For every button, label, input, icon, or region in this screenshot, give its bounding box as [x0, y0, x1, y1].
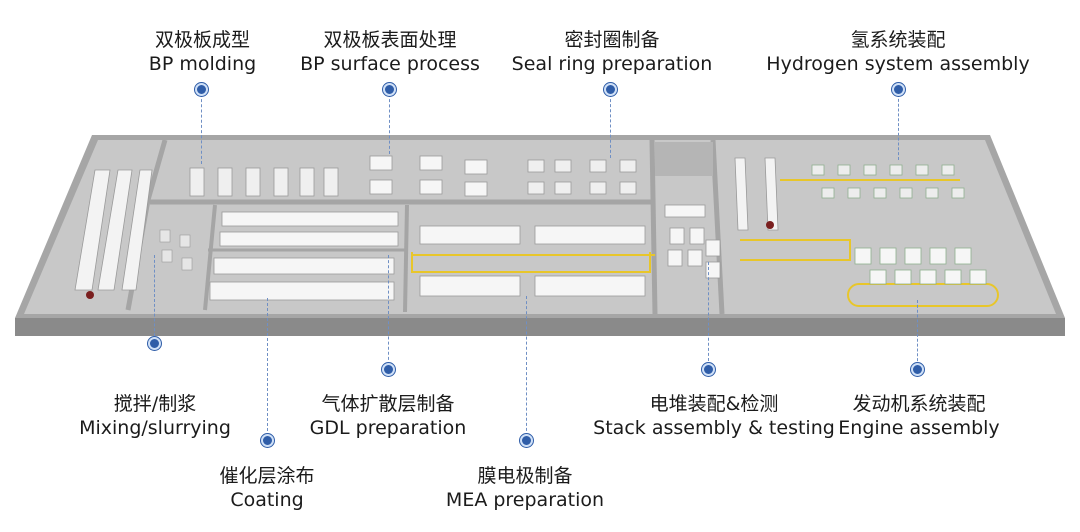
label-coating: 催化层涂布 Coating [192, 464, 342, 512]
leader-line [898, 94, 899, 160]
label-zh: 搅拌/制浆 [113, 393, 197, 415]
label-en: Hydrogen system assembly [766, 53, 1030, 75]
label-zh: 密封圈制备 [564, 29, 660, 51]
leader-line [708, 262, 709, 366]
label-mixing: 搅拌/制浆 Mixing/slurrying [60, 392, 250, 440]
leader-line [388, 255, 389, 365]
leader-line [201, 94, 202, 164]
label-mea: 膜电极制备 MEA preparation [430, 464, 620, 512]
leader-line [526, 296, 527, 436]
label-en: Mixing/slurrying [79, 417, 231, 439]
leader-line [267, 298, 268, 436]
label-zh: 发动机系统装配 [852, 393, 986, 415]
label-zh: 膜电极制备 [477, 465, 573, 487]
location-dot-icon[interactable] [520, 434, 533, 447]
leader-line [154, 255, 155, 341]
label-zh: 双极板成型 [154, 29, 250, 51]
leader-line [917, 300, 918, 366]
location-dot-icon[interactable] [383, 83, 396, 96]
location-dot-icon[interactable] [148, 337, 161, 350]
location-dot-icon[interactable] [382, 363, 395, 376]
label-en: Stack assembly & testing [593, 417, 835, 439]
label-engine: 发动机系统装配 Engine assembly [834, 392, 1004, 440]
label-bp-molding: 双极板成型 BP molding [125, 28, 280, 76]
location-dot-icon[interactable] [702, 363, 715, 376]
label-zh: 双极板表面处理 [323, 29, 457, 51]
label-seal-ring: 密封圈制备 Seal ring preparation [500, 28, 724, 76]
label-bp-surface: 双极板表面处理 BP surface process [290, 28, 490, 76]
label-en: Coating [230, 489, 304, 511]
label-en: Seal ring preparation [511, 53, 713, 75]
label-en: BP molding [148, 53, 257, 75]
leader-line [610, 94, 611, 158]
location-dot-icon[interactable] [604, 83, 617, 96]
leader-line [389, 94, 390, 154]
location-dot-icon[interactable] [911, 363, 924, 376]
label-en: BP surface process [300, 53, 480, 75]
label-en: GDL preparation [309, 417, 467, 439]
label-gdl: 气体扩散层制备 GDL preparation [296, 392, 480, 440]
label-en: MEA preparation [445, 489, 605, 511]
label-zh: 催化层涂布 [219, 465, 315, 487]
label-zh: 气体扩散层制备 [321, 393, 455, 415]
location-dot-icon[interactable] [261, 434, 274, 447]
label-stack: 电堆装配&检测 Stack assembly & testing [584, 392, 844, 440]
label-hydrogen: 氢系统装配 Hydrogen system assembly [748, 28, 1048, 76]
location-dot-icon[interactable] [892, 83, 905, 96]
label-en: Engine assembly [838, 417, 1000, 439]
label-zh: 电堆装配&检测 [649, 393, 779, 415]
label-zh: 氢系统装配 [850, 29, 946, 51]
location-dot-icon[interactable] [195, 83, 208, 96]
